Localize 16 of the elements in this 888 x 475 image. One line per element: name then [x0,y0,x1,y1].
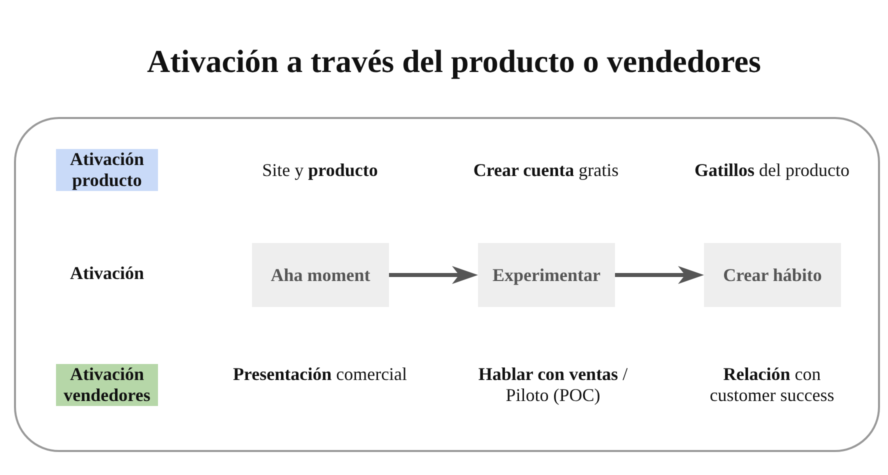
rounded-panel [14,117,880,452]
arrow [389,266,478,284]
row-header: Ativación [69,263,145,284]
stage-description: Presentación comercial [232,364,408,385]
highlighted-row-header: Ativación producto [56,149,158,191]
stage-description: Site y producto [262,160,378,181]
stage-description: Hablar con ventas / Piloto (POC) [477,364,629,406]
arrow [615,266,704,284]
stage-description: Gatillos del producto [694,160,850,181]
title: Ativación a través del producto o vendedores [147,43,761,79]
highlighted-row-header: Ativación vendedores [56,364,158,406]
stage-box: Experimentar [478,243,615,307]
stage-box: Aha moment [252,243,389,307]
stage-description: Relación con customer success [708,364,836,406]
stage-box: Crear hábito [704,243,841,307]
stage-description: Crear cuenta gratis [473,160,619,181]
